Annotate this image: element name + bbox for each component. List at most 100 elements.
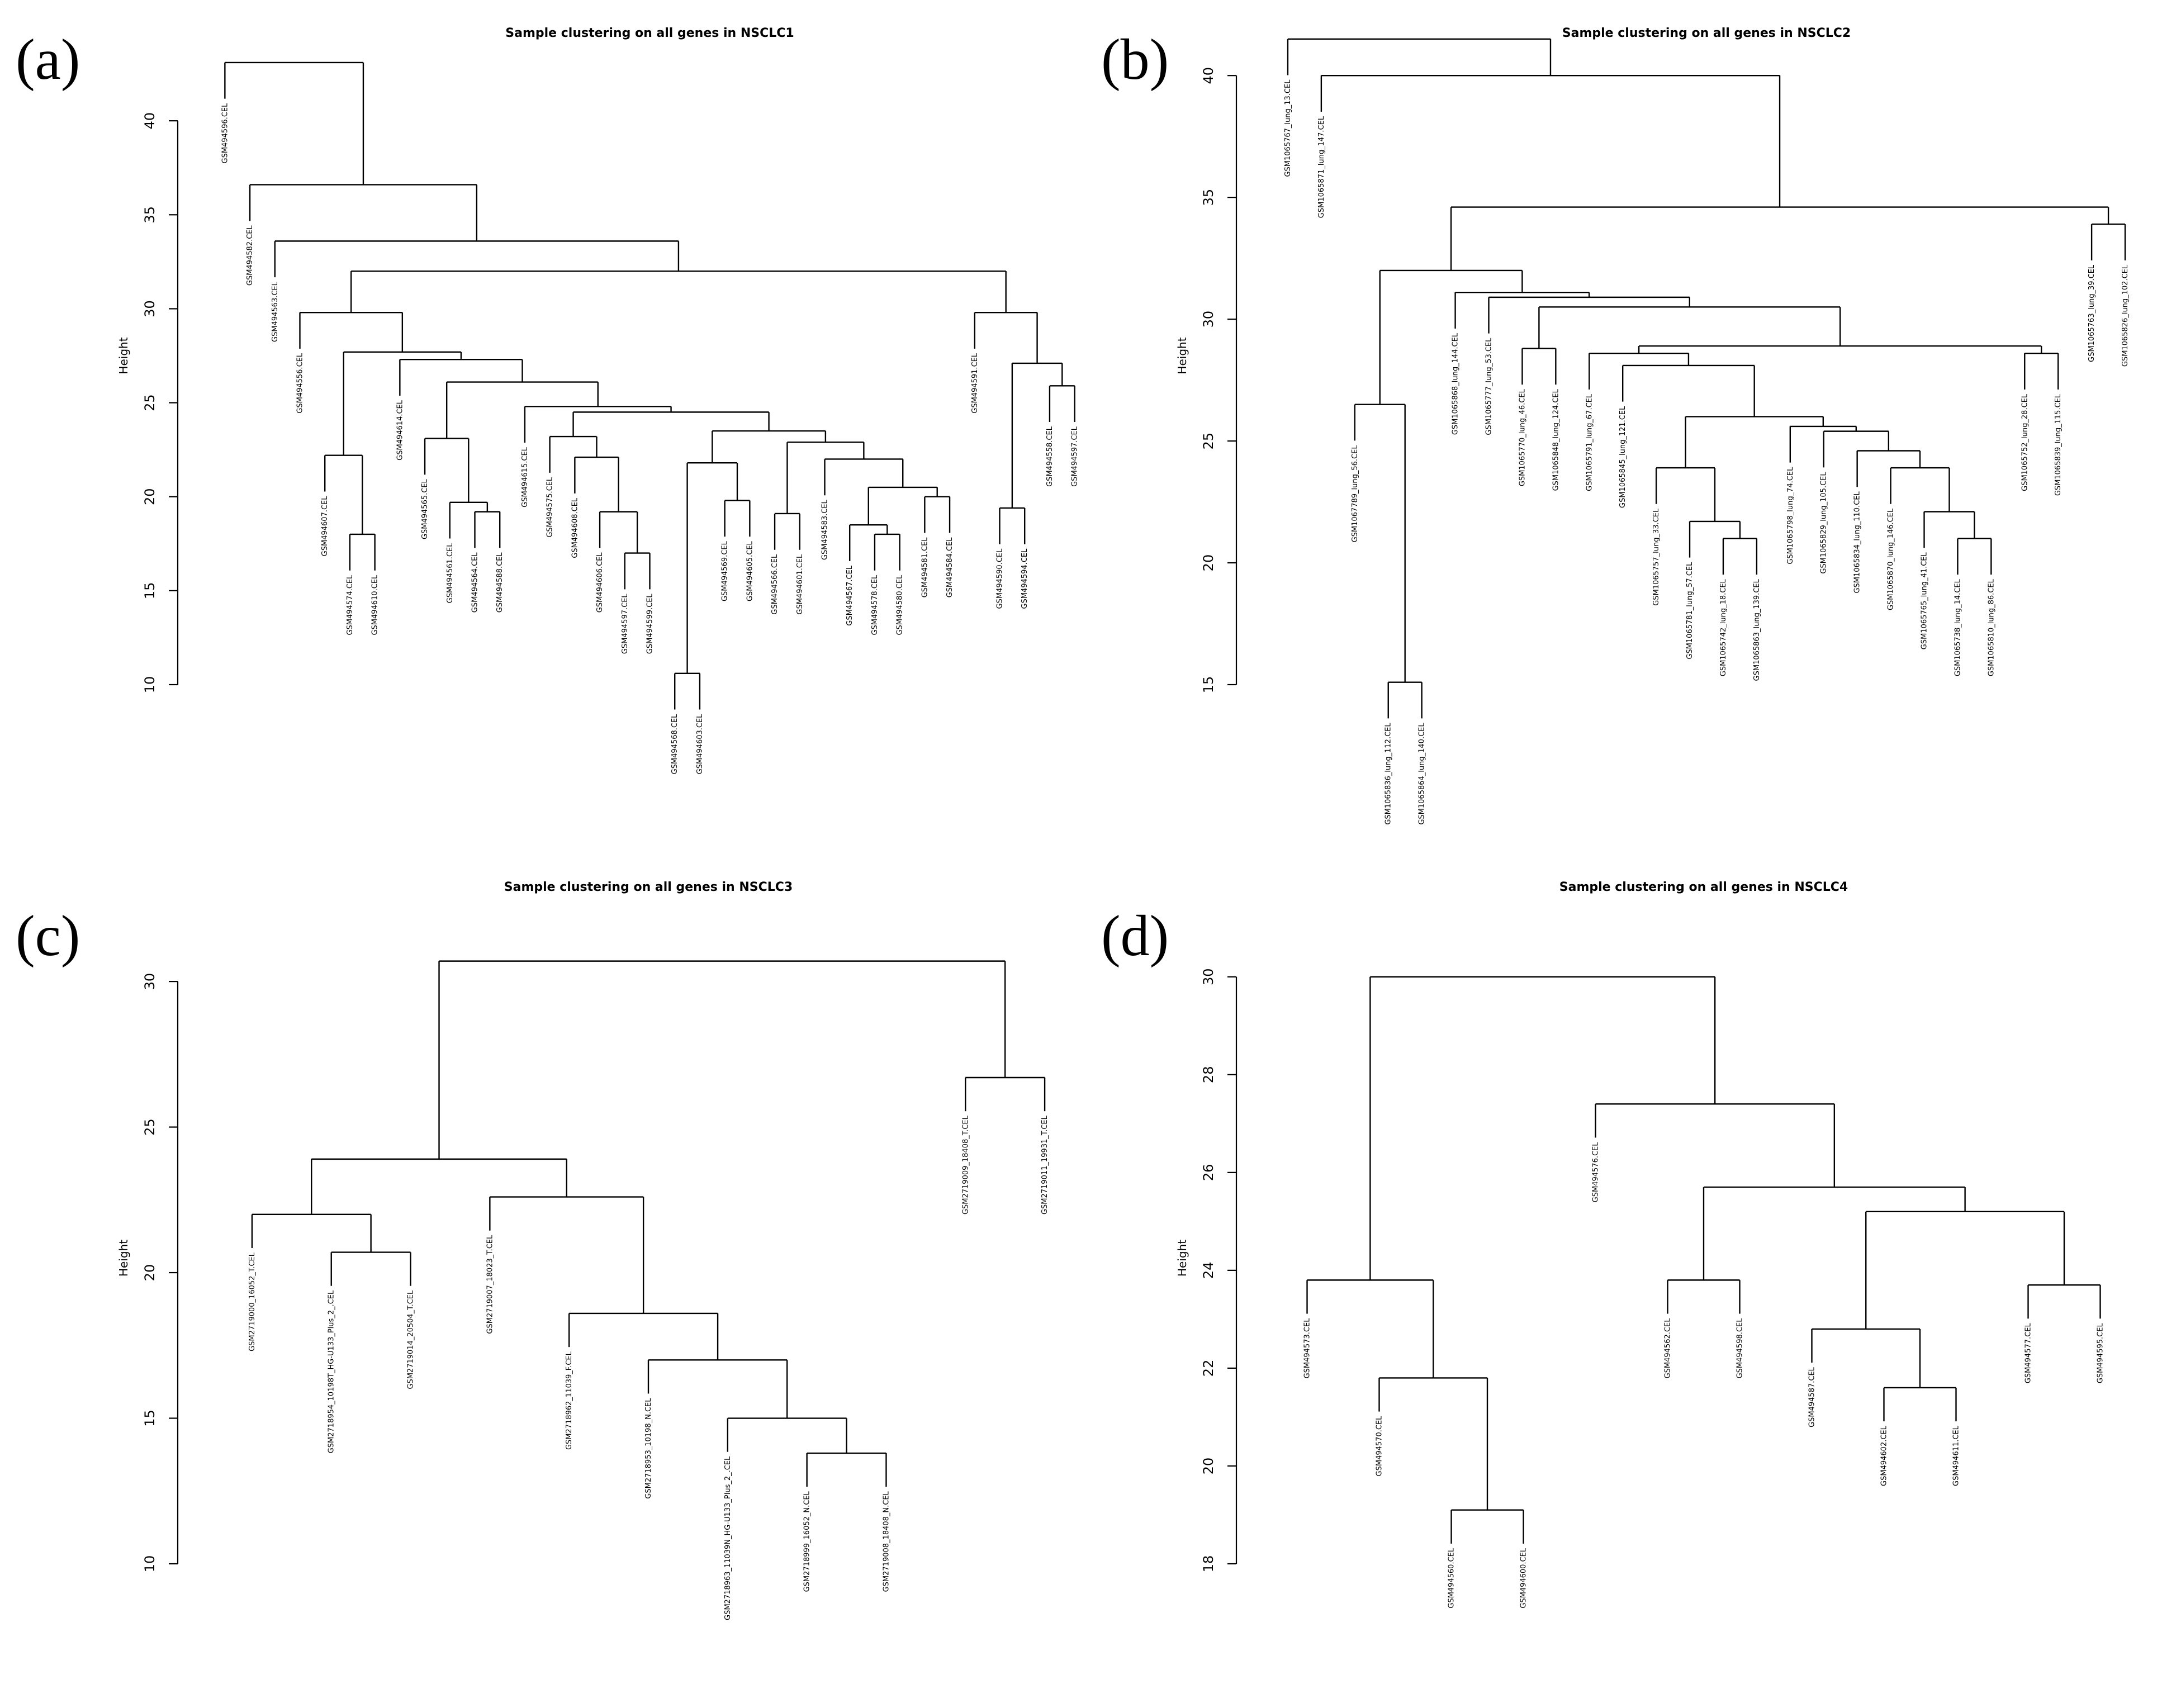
panel-a: Sample clustering on all genes in NSCLC1… <box>0 0 1081 854</box>
chart-title: Sample clustering on all genes in NSCLC4 <box>1559 880 1848 894</box>
leaf-label: GSM1065810_lung_86.CEL <box>1987 578 1995 676</box>
leaf-label: GSM494566.CEL <box>771 554 779 615</box>
y-tick-label: 30 <box>142 973 158 990</box>
dendrogram-branches <box>224 61 1075 710</box>
y-tick-label: 40 <box>142 112 158 130</box>
leaf-label: GSM494574.CEL <box>346 575 354 635</box>
leaf-label: GSM2718953_10198_N.CEL <box>644 1398 653 1499</box>
dendrogram-nsclc2: Sample clustering on all genes in NSCLC2… <box>1175 26 2130 825</box>
leaf-label: GSM1065777_lung_53.CEL <box>1485 338 1494 435</box>
leaf-label: GSM494568.CEL <box>671 714 679 775</box>
leaf-label: GSM494610.CEL <box>371 575 380 635</box>
leaf-label: GSM1065763_lung_39.CEL <box>2088 264 2096 362</box>
leaf-label: GSM494597.CEL <box>621 594 629 654</box>
y-tick-label: 18 <box>1201 1555 1216 1573</box>
leaf-label: GSM2718954_10198T_HG-U133_Plus_2_.CEL <box>328 1290 336 1453</box>
leaf-label: GSM1065829_lung_105.CEL <box>1820 472 1828 574</box>
leaf-label: GSM494570.CEL <box>1376 1416 1384 1477</box>
leaf-label: GSM2718999_16052_N.CEL <box>803 1491 812 1592</box>
leaf-label: GSM494587.CEL <box>1808 1367 1817 1427</box>
y-axis-label: Height <box>1175 337 1189 374</box>
leaf-label: GSM1065767_lung_13.CEL <box>1284 79 1292 177</box>
leaf-label: GSM494562.CEL <box>1664 1318 1672 1379</box>
leaf-label: GSM494614.CEL <box>396 400 404 461</box>
leaf-label: GSM494591.CEL <box>971 353 979 414</box>
leaf-label: GSM494565.CEL <box>421 478 429 539</box>
dendrogram-branches <box>251 960 1046 1487</box>
leaf-label: GSM494597.CEL <box>1071 426 1079 487</box>
leaf-label: GSM494605.CEL <box>746 540 754 601</box>
leaf-label: GSM1065868_lung_144.CEL <box>1452 333 1460 435</box>
leaf-label: GSM494602.CEL <box>1880 1425 1889 1486</box>
leaf-label: GSM1065765_lung_41.CEL <box>1921 552 1929 649</box>
leaf-label: GSM494577.CEL <box>2024 1323 2033 1384</box>
leaf-label: GSM494561.CEL <box>446 543 454 604</box>
y-tick-label: 35 <box>142 206 158 224</box>
y-tick-label: 25 <box>142 394 158 411</box>
leaf-label: GSM2719008_18408_N.CEL <box>882 1491 890 1592</box>
y-tick-label: 25 <box>1201 433 1216 450</box>
leaf-label: GSM1065871_lung_147.CEL <box>1317 116 1326 218</box>
leaf-label: GSM1065757_lung_33.CEL <box>1652 508 1661 606</box>
leaf-label: GSM494595.CEL <box>2097 1323 2105 1384</box>
y-axis-label: Height <box>117 337 130 374</box>
y-tick-label: 30 <box>142 300 158 317</box>
dendrogram-nsclc3: Sample clustering on all genes in NSCLC3… <box>117 880 1049 1620</box>
leaf-label: GSM494588.CEL <box>496 552 504 613</box>
leaf-label: GSM494603.CEL <box>696 714 704 775</box>
y-tick-label: 26 <box>1201 1164 1216 1182</box>
leaf-label: GSM494594.CEL <box>1021 548 1029 609</box>
leaf-label: GSM494560.CEL <box>1448 1548 1456 1609</box>
chart-title: Sample clustering on all genes in NSCLC2 <box>1562 26 1851 40</box>
leaf-label: GSM1065834_lung_110.CEL <box>1853 491 1862 593</box>
leaf-label: GSM494598.CEL <box>1736 1318 1744 1379</box>
y-tick-label: 35 <box>1201 189 1216 206</box>
dendrogram-nsclc1: Sample clustering on all genes in NSCLC1… <box>117 26 1079 775</box>
panel-d: Sample clustering on all genes in NSCLC4… <box>1081 854 2162 1708</box>
leaf-label: GSM1065839_lung_115.CEL <box>2054 393 2063 496</box>
leaf-label: GSM494556.CEL <box>296 353 305 414</box>
leaf-label: GSM494601.CEL <box>796 554 804 615</box>
leaf-label: GSM1067789_lung_56.CEL <box>1351 445 1359 543</box>
leaf-label: GSM494567.CEL <box>846 565 854 626</box>
y-axis-label: Height <box>1175 1240 1189 1277</box>
y-tick-label: 30 <box>1201 311 1216 328</box>
leaf-label: GSM494583.CEL <box>821 499 829 560</box>
leaf-label: GSM1065791_lung_67.CEL <box>1585 393 1594 491</box>
leaf-label: GSM494576.CEL <box>1592 1142 1600 1203</box>
leaf-label: GSM2718962_11039_F.CEL <box>565 1351 573 1450</box>
y-tick-label: 24 <box>1201 1262 1216 1279</box>
leaf-label: GSM494569.CEL <box>721 540 729 601</box>
leaf-label: GSM494563.CEL <box>271 281 279 342</box>
leaf-label: GSM2719007_18023_T.CEL <box>486 1235 494 1334</box>
leaf-label: GSM1065738_lung_14.CEL <box>1954 578 1962 676</box>
leaf-label: GSM494596.CEL <box>221 103 229 164</box>
y-tick-label: 15 <box>142 1410 158 1427</box>
leaf-label: GSM494582.CEL <box>246 225 254 286</box>
leaf-label: GSM494584.CEL <box>946 537 954 598</box>
leaf-label: GSM1065848_lung_124.CEL <box>1552 388 1560 491</box>
y-tick-label: 30 <box>1201 968 1216 985</box>
leaf-label: GSM1065870_lung_146.CEL <box>1887 508 1895 610</box>
leaf-label: GSM2719011_19931_T.CEL <box>1041 1115 1049 1214</box>
y-tick-label: 22 <box>1201 1360 1216 1377</box>
leaf-label: GSM2719009_18408_T.CEL <box>961 1115 970 1214</box>
leaf-label: GSM1065863_lung_139.CEL <box>1753 578 1761 681</box>
panel-letter-d: (d) <box>1101 904 1169 968</box>
leaf-label: GSM2718963_11039N_HG-U133_Plus_2_.CEL <box>724 1456 732 1620</box>
leaf-label: GSM494599.CEL <box>646 594 655 654</box>
y-tick-label: 20 <box>142 488 158 505</box>
leaf-label: GSM2719014_20504_T.CEL <box>407 1290 415 1389</box>
leaf-label: GSM1065781_lung_57.CEL <box>1686 562 1694 660</box>
leaf-label: GSM1065864_lung_140.CEL <box>1418 723 1426 825</box>
y-tick-label: 25 <box>142 1118 158 1136</box>
dendrogram-branches <box>1287 38 2126 719</box>
leaf-label: GSM494600.CEL <box>1520 1548 1528 1609</box>
leaf-label: GSM1065798_lung_74.CEL <box>1786 467 1795 564</box>
panel-c: Sample clustering on all genes in NSCLC3… <box>0 854 1081 1708</box>
leaf-label: GSM494606.CEL <box>596 552 604 613</box>
dendrogram-branches <box>1306 976 2101 1544</box>
leaf-label: GSM494580.CEL <box>896 575 904 635</box>
leaf-label: GSM494590.CEL <box>996 548 1004 609</box>
leaf-label: GSM494573.CEL <box>1303 1318 1312 1379</box>
